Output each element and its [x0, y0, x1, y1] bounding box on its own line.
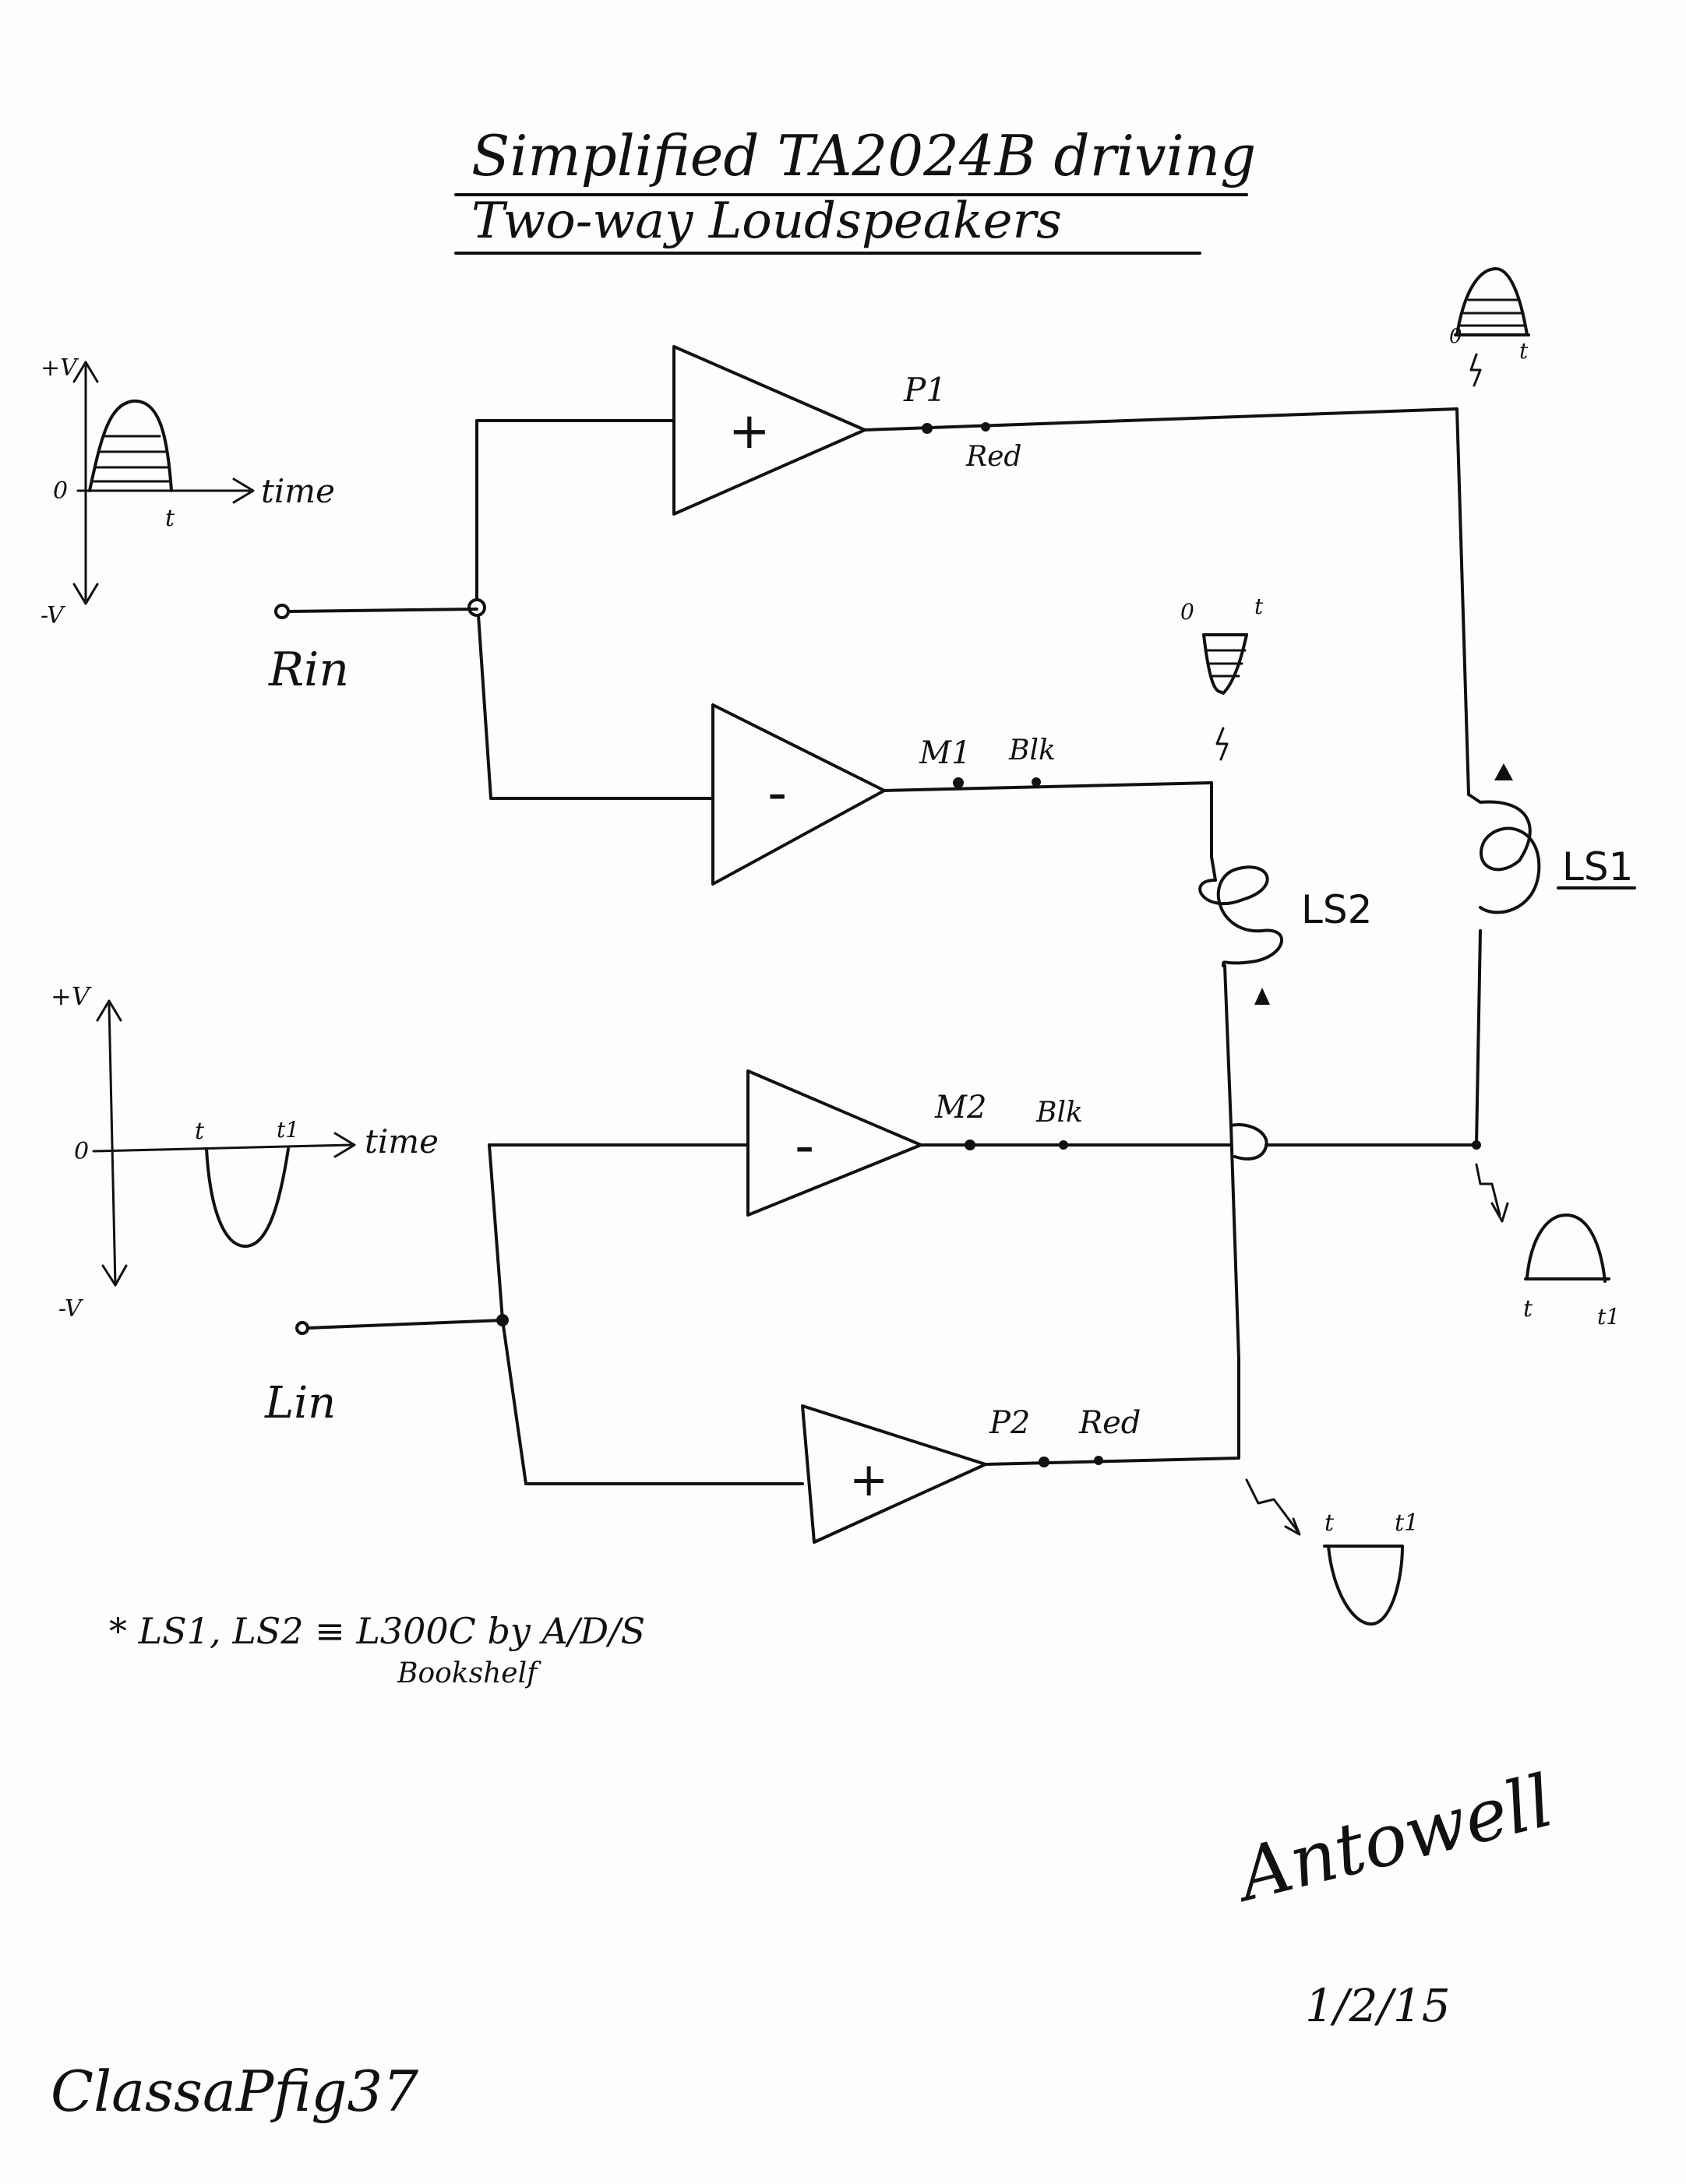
p2-pulse-icon: t t1	[1245, 1478, 1419, 1626]
wire-red-top: Red	[965, 441, 1021, 473]
lw-minus-v: -V	[58, 1295, 84, 1323]
note-line1: * LS1, LS2 ≡ L300C by A/D/S	[109, 1610, 645, 1652]
node-m2: M2	[934, 1090, 986, 1125]
signature: Antowell	[1225, 1759, 1561, 1918]
note-line2: Bookshelf	[397, 1657, 541, 1689]
amp-p2-sign: +	[849, 1453, 888, 1507]
ls2-pulse-t: t	[1254, 594, 1264, 619]
wire-blk-m1: Blk	[1008, 734, 1056, 766]
p2-pulse-t1: t1	[1395, 1509, 1419, 1537]
amp-m2-minus: -	[746, 1069, 922, 1217]
lin-label: Lin	[264, 1378, 336, 1428]
ls2-pulse-zero: 0	[1180, 599, 1194, 625]
amp-m1-sign: -	[767, 761, 787, 825]
lw-t: t	[195, 1118, 205, 1145]
ls2-speaker-coil	[1198, 855, 1284, 1127]
ls2-pulse-icon: 0 t	[1180, 594, 1264, 761]
ls2-polarity-marker	[1254, 988, 1270, 1005]
amp-m1-minus: -	[711, 703, 886, 886]
ls2-label: LS2	[1301, 887, 1372, 932]
wire-blk-m2: Blk	[1035, 1097, 1083, 1129]
ls1-label: LS1	[1562, 844, 1633, 889]
amp-top-plus: +	[672, 345, 866, 516]
m2-pulse-icon: t t1	[1475, 1163, 1620, 1330]
lin-terminal	[295, 1321, 309, 1335]
date: 1/2/15	[1305, 1979, 1451, 2032]
lw-plus-v: +V	[51, 981, 92, 1011]
rw-zero: 0	[53, 477, 68, 505]
amp-top-sign: +	[728, 403, 771, 460]
left-input-waveform: +V 0 t t1 time -V	[51, 981, 439, 1323]
p1-pulse-icon: 0 t	[1449, 267, 1530, 387]
figure-id: ClassaPfig37	[51, 2059, 418, 2124]
p1-pulse-zero: 0	[1449, 325, 1462, 348]
amp-m2-sign: -	[795, 1114, 814, 1178]
title-line1: Simplified TA2024B driving	[471, 123, 1256, 188]
m2-pulse-t: t	[1523, 1295, 1533, 1323]
rin-label: Rin	[268, 643, 349, 697]
rw-time: time	[261, 472, 335, 510]
p2-pulse-t: t	[1324, 1509, 1335, 1537]
node-p2: P2	[989, 1405, 1030, 1441]
rin-terminal	[274, 604, 290, 619]
lw-t1: t1	[277, 1117, 299, 1143]
ls1-polarity-marker	[1494, 763, 1513, 780]
m2-pulse-t1: t1	[1597, 1304, 1620, 1330]
wire-red-p2: Red	[1078, 1405, 1141, 1441]
title-line2: Two-way Loudspeakers	[471, 192, 1062, 250]
rw-minus-v: -V	[41, 602, 66, 629]
rw-t: t	[165, 505, 175, 532]
right-input-waveform: +V 0 t time -V	[41, 354, 335, 629]
ls1-speaker-coil	[1467, 793, 1541, 1147]
lw-time: time	[365, 1122, 439, 1161]
rw-plus-v: +V	[41, 354, 79, 382]
node-m1: M1	[919, 735, 971, 771]
lw-zero: 0	[74, 1138, 89, 1165]
amp-p2-plus: +	[801, 1404, 987, 1544]
node-p1: P1	[903, 371, 947, 409]
p1-pulse-t: t	[1519, 338, 1529, 364]
